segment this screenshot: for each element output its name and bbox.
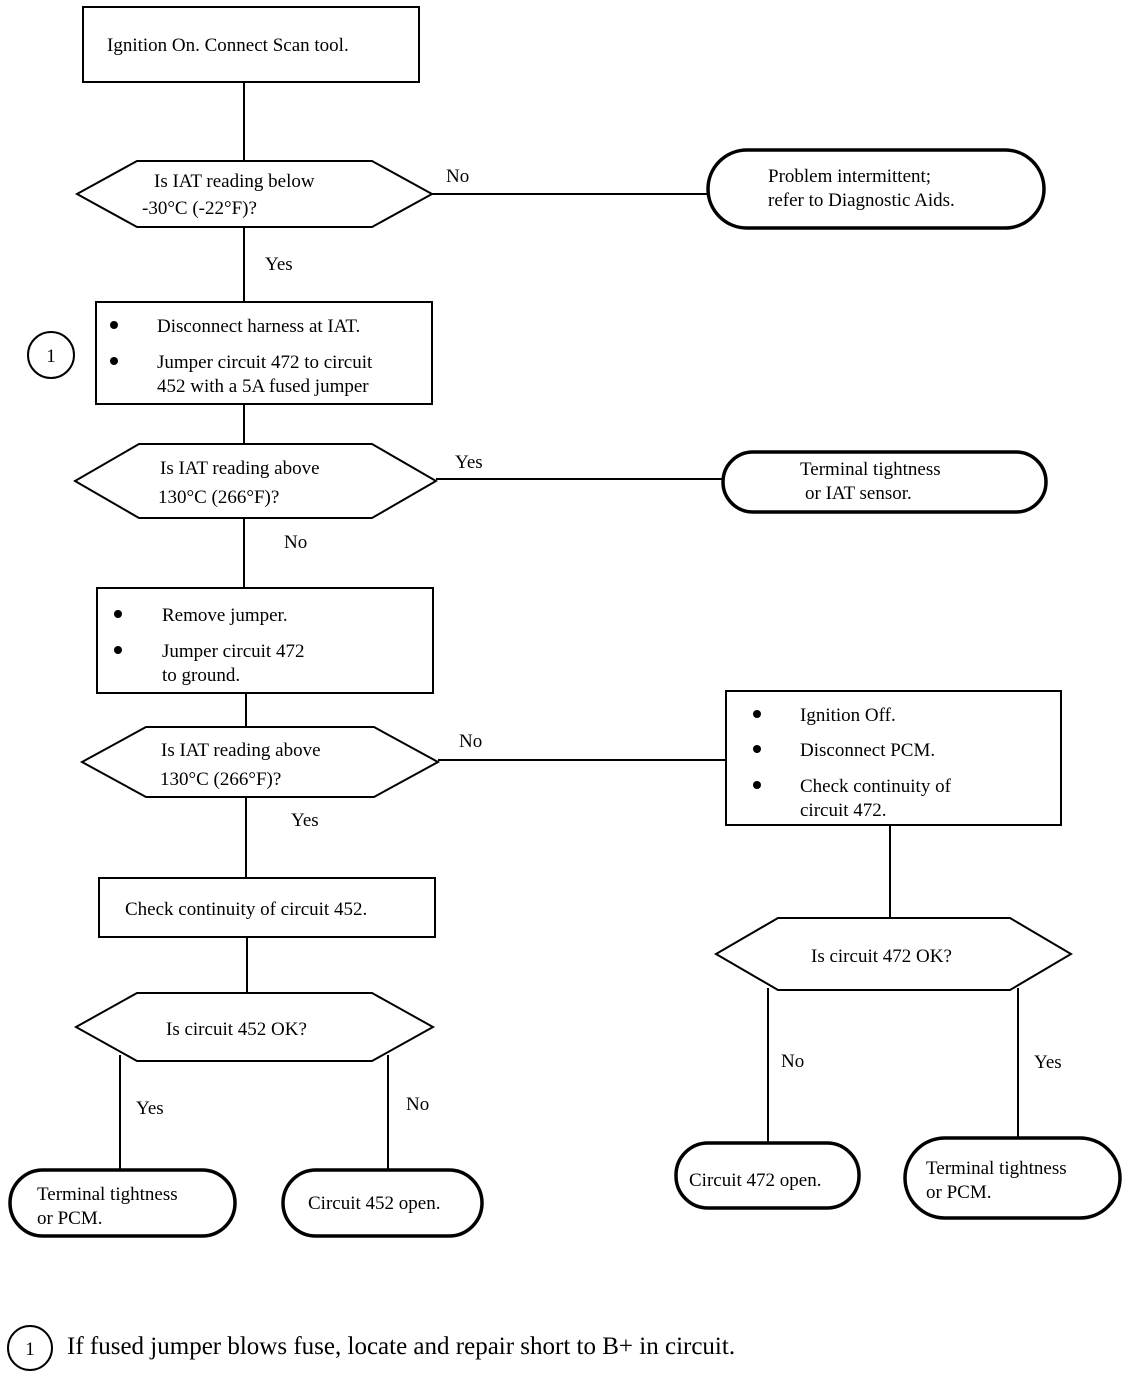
label-q4-no: No — [406, 1094, 429, 1115]
bullet-icon — [110, 357, 118, 365]
node-q2: Is IAT reading above 130°C (266°F)? — [73, 443, 438, 519]
node-step3-bullet-3-line-2: circuit 472. — [800, 800, 887, 821]
node-t1-line-2: refer to Diagnostic Aids. — [768, 190, 955, 211]
node-step1-bullet-2-line-1: Jumper circuit 472 to circuit — [157, 352, 373, 373]
node-t1: Problem intermittent; refer to Diagnosti… — [706, 148, 1046, 230]
node-step1: Disconnect harness at IAT. Jumper circui… — [95, 301, 433, 405]
label-q1-no: No — [446, 166, 469, 187]
node-t2-line-1: Terminal tightness — [800, 459, 941, 480]
node-q3-line-1: Is IAT reading above — [161, 740, 321, 761]
node-step2-bullet-1: Remove jumper. — [162, 605, 288, 626]
footnote-marker: 1 — [25, 1339, 35, 1360]
node-t6-line-2: or PCM. — [926, 1182, 991, 1203]
node-q4-text: Is circuit 452 OK? — [166, 1019, 307, 1040]
label-q5-no: No — [781, 1051, 804, 1072]
node-q1-line-2: -30°C (-22°F)? — [142, 198, 257, 219]
connectors — [119, 82, 1019, 1170]
node-step4-text: Check continuity of circuit 452. — [125, 899, 367, 920]
node-step2-bullet-2-line-1: Jumper circuit 472 — [162, 641, 304, 662]
node-step1-bullet-2-line-2: 452 with a 5A fused jumper — [157, 376, 369, 397]
callout-1: 1 — [27, 331, 75, 379]
node-q2-line-1: Is IAT reading above — [160, 458, 320, 479]
node-t5: Circuit 472 open. — [674, 1141, 861, 1210]
node-t2-line-2: or IAT sensor. — [805, 483, 912, 504]
bullet-icon — [114, 610, 122, 618]
node-t5-text: Circuit 472 open. — [689, 1170, 821, 1191]
label-q3-no: No — [459, 731, 482, 752]
node-q1-line-1: Is IAT reading below — [154, 171, 315, 192]
node-q3-line-2: 130°C (266°F)? — [160, 769, 281, 790]
node-step2-bullet-2-line-2: to ground. — [162, 665, 240, 686]
node-t1-line-1: Problem intermittent; — [768, 166, 931, 187]
node-t6: Terminal tightness or PCM. — [903, 1136, 1122, 1220]
node-step3-bullet-1: Ignition Off. — [800, 705, 896, 726]
footnote-text: If fused jumper blows fuse, locate and r… — [67, 1333, 735, 1360]
bullet-icon — [753, 745, 761, 753]
node-start-text: Ignition On. Connect Scan tool. — [107, 35, 349, 56]
label-q2-no: No — [284, 532, 307, 553]
node-q4: Is circuit 452 OK? — [73, 992, 436, 1062]
label-q4-yes: Yes — [136, 1098, 164, 1119]
node-step2: Remove jumper. Jumper circuit 472 to gro… — [96, 587, 434, 694]
bullet-icon — [114, 646, 122, 654]
node-q1: Is IAT reading below -30°C (-22°F)? — [74, 160, 435, 228]
node-q5-text: Is circuit 472 OK? — [811, 946, 952, 967]
node-t3-line-1: Terminal tightness — [37, 1184, 178, 1205]
node-step3-bullet-3-line-1: Check continuity of — [800, 776, 952, 797]
node-step1-bullet-1: Disconnect harness at IAT. — [157, 316, 360, 337]
bullet-icon — [753, 781, 761, 789]
node-t4-text: Circuit 452 open. — [308, 1193, 440, 1214]
node-step3-bullet-2: Disconnect PCM. — [800, 740, 935, 761]
label-q1-yes: Yes — [265, 254, 293, 275]
label-q2-yes: Yes — [455, 452, 483, 473]
footnote: 1 If fused jumper blows fuse, locate and… — [7, 1325, 735, 1371]
callout-1-marker: 1 — [46, 346, 56, 367]
node-step4: Check continuity of circuit 452. — [98, 877, 436, 938]
node-t2: Terminal tightness or IAT sensor. — [721, 450, 1048, 514]
node-step3: Ignition Off. Disconnect PCM. Check cont… — [725, 690, 1062, 826]
bullet-icon — [753, 710, 761, 718]
label-q5-yes: Yes — [1034, 1052, 1062, 1073]
node-t6-line-1: Terminal tightness — [926, 1158, 1067, 1179]
bullet-icon — [110, 321, 118, 329]
node-q5: Is circuit 472 OK? — [714, 917, 1073, 991]
node-q3: Is IAT reading above 130°C (266°F)? — [79, 726, 441, 798]
node-t3-line-2: or PCM. — [37, 1208, 102, 1229]
node-q2-line-2: 130°C (266°F)? — [158, 487, 279, 508]
node-t4: Circuit 452 open. — [281, 1168, 484, 1238]
node-t3: Terminal tightness or PCM. — [8, 1168, 237, 1238]
label-q3-yes: Yes — [291, 810, 319, 831]
node-start: Ignition On. Connect Scan tool. — [82, 6, 420, 83]
